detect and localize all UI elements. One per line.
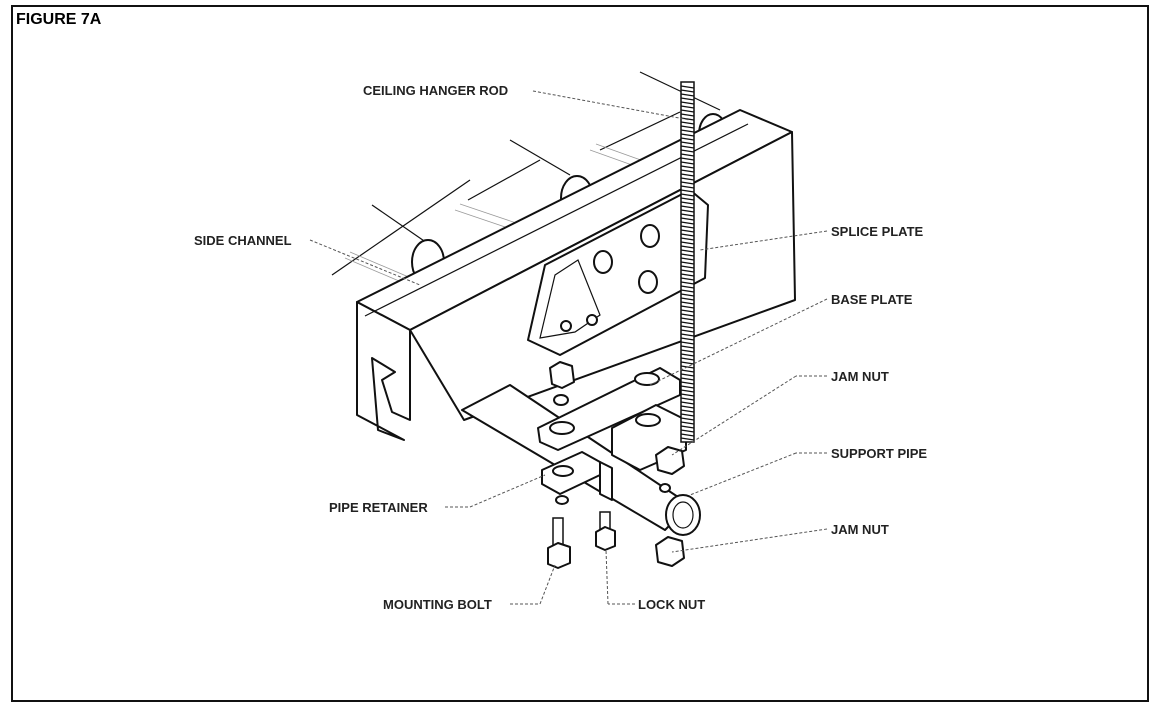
label-base-plate: BASE PLATE xyxy=(831,292,913,307)
jam-nut-upper xyxy=(655,446,685,493)
pipe-retainer xyxy=(541,451,613,505)
leader-lines xyxy=(309,90,828,605)
jam-nut-lower xyxy=(655,536,685,567)
label-side-channel: SIDE CHANNEL xyxy=(194,233,292,248)
label-pipe-retainer: PIPE RETAINER xyxy=(329,500,428,515)
label-mounting-bolt: MOUNTING BOLT xyxy=(383,597,492,612)
splice-plate xyxy=(527,189,709,356)
lock-nut xyxy=(595,511,616,551)
label-lock-nut: LOCK NUT xyxy=(638,597,705,612)
label-ceiling-hanger-rod: CEILING HANGER ROD xyxy=(363,83,508,98)
label-support-pipe: SUPPORT PIPE xyxy=(831,446,927,461)
splice-nut xyxy=(549,361,575,406)
label-splice-plate: SPLICE PLATE xyxy=(831,224,924,239)
figure-title: FIGURE 7A xyxy=(16,11,102,28)
ceiling-hanger-rod xyxy=(680,81,695,443)
label-jam-nut-upper: JAM NUT xyxy=(831,369,889,384)
mounting-bolt xyxy=(547,517,571,569)
label-jam-nut-lower: JAM NUT xyxy=(831,522,889,537)
